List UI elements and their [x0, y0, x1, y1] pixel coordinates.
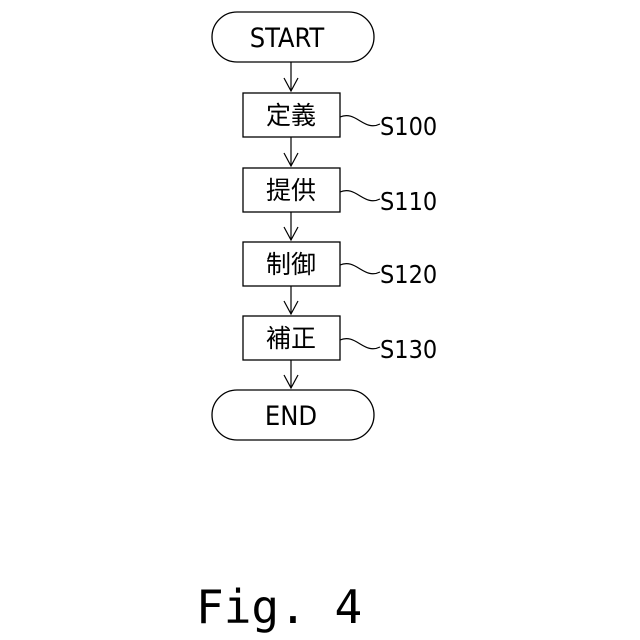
leader-line-3 — [340, 264, 380, 274]
end-terminal: END — [212, 390, 374, 440]
leader-line-2 — [340, 191, 380, 201]
end-terminal-label: END — [265, 401, 317, 432]
step-label-1: S100 — [380, 112, 437, 141]
process-text-1: 定義 — [266, 101, 316, 130]
step-label-4: S130 — [380, 335, 437, 364]
process-text-3: 制御 — [266, 250, 316, 279]
process-step-4: 補正 S130 — [243, 316, 437, 364]
arrow-step-4-to-end — [284, 360, 298, 388]
figure-caption: Fig. 4 — [196, 580, 362, 634]
step-label-3: S120 — [380, 260, 437, 289]
leader-line-4 — [340, 339, 380, 349]
process-step-3: 制御 S120 — [243, 242, 437, 289]
process-step-1: 定義 S100 — [243, 93, 437, 141]
leader-line-1 — [340, 116, 380, 126]
process-step-2: 提供 S110 — [243, 168, 437, 216]
arrow-step-1-to-step-2 — [284, 137, 298, 166]
start-terminal-label: START — [250, 23, 325, 54]
step-label-2: S110 — [380, 187, 437, 216]
process-text-2: 提供 — [266, 176, 316, 205]
arrow-step-3-to-step-4 — [284, 286, 298, 314]
arrow-step-2-to-step-3 — [284, 212, 298, 240]
process-text-4: 補正 — [266, 324, 316, 353]
start-terminal: START — [212, 12, 374, 62]
arrow-start-to-step-1 — [284, 62, 298, 91]
